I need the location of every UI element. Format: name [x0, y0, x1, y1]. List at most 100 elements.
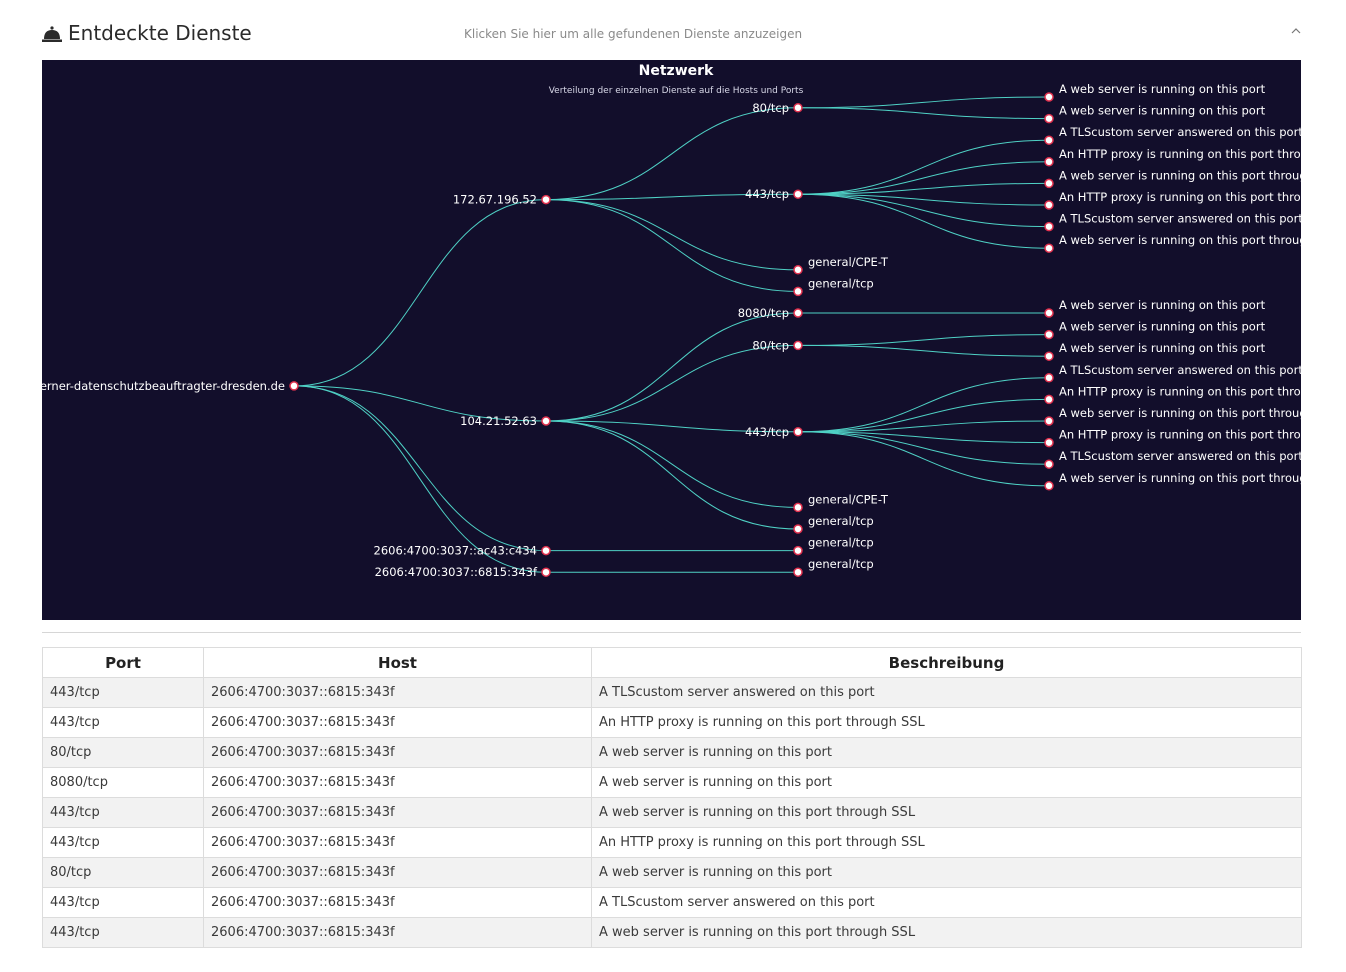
graph-link	[545, 107, 799, 201]
graph-link	[545, 193, 799, 201]
graph-node-label: A web server is running on this port	[1059, 341, 1266, 355]
graph-link	[797, 161, 1050, 195]
graph-node-label: general/tcp	[808, 536, 874, 550]
graph-node[interactable]	[793, 502, 803, 513]
graph-node[interactable]	[1044, 394, 1054, 405]
graph-node-label: A TLScustom server answered on this port	[1059, 125, 1301, 139]
graph-node[interactable]	[793, 103, 803, 113]
network-graph-svg[interactable]: Netzwerk Verteilung der einzelnen Dienst…	[42, 60, 1301, 620]
graph-node[interactable]	[1044, 243, 1054, 253]
cell-port: 443/tcp	[42, 707, 204, 738]
table-row: 80/tcp 2606:4700:3037::6815:343f A web s…	[42, 857, 1302, 888]
graph-node[interactable]	[541, 194, 551, 205]
graph-node[interactable]	[1044, 92, 1054, 102]
divider	[42, 632, 1301, 633]
chevron-up-icon[interactable]	[1289, 24, 1303, 38]
graph-link	[293, 385, 547, 573]
column-header-description[interactable]: Beschreibung	[591, 647, 1302, 678]
cell-host: 2606:4700:3037::6815:343f	[203, 677, 592, 708]
graph-branch-label: 2606:4700:3037::6815:343f	[375, 565, 538, 579]
cell-host: 2606:4700:3037::6815:343f	[203, 767, 592, 798]
cell-port: 443/tcp	[42, 887, 204, 918]
cell-port: 80/tcp	[42, 737, 204, 768]
graph-node[interactable]	[1044, 200, 1054, 210]
graph-branch-label: 8080/tcp	[738, 306, 789, 320]
table-row: 8080/tcp 2606:4700:3037::6815:343f A web…	[42, 767, 1302, 798]
cell-description: A web server is running on this port thr…	[591, 917, 1302, 948]
graph-link	[797, 431, 1050, 444]
graph-link	[797, 431, 1050, 487]
cell-description: A web server is running on this port	[591, 737, 1302, 768]
cell-host: 2606:4700:3037::6815:343f	[203, 707, 592, 738]
graph-link	[797, 431, 1050, 465]
graph-link	[545, 420, 799, 530]
graph-node-label: general/tcp	[808, 557, 874, 571]
graph-node[interactable]	[1044, 308, 1054, 318]
graph-node[interactable]	[793, 545, 803, 556]
column-header-host[interactable]: Host	[203, 647, 592, 678]
graph-node[interactable]	[1044, 178, 1054, 189]
graph-node[interactable]	[1044, 437, 1054, 448]
show-all-services-link[interactable]: Klicken Sie hier um alle gefundenen Dien…	[464, 27, 803, 41]
graph-node-label: A web server is running on this port	[1059, 320, 1266, 334]
graph-link	[797, 377, 1050, 433]
graph-link	[797, 139, 1050, 195]
graph-node[interactable]	[541, 416, 551, 426]
graph-node-label: A web server is running on this port thr…	[1059, 406, 1301, 420]
section-title: Entdeckte Dienste	[68, 21, 252, 45]
graph-node-label: An HTTP proxy is running on this port th…	[1059, 428, 1301, 442]
graph-node[interactable]	[1044, 373, 1054, 383]
graph-link	[797, 193, 1050, 206]
graph-node-label: A web server is running on this port thr…	[1059, 233, 1301, 247]
graph-node[interactable]	[793, 567, 803, 577]
graph-node-label: An HTTP proxy is running on this port th…	[1059, 147, 1301, 161]
graph-node[interactable]	[793, 189, 803, 199]
graph-node[interactable]	[793, 524, 803, 534]
cell-port: 8080/tcp	[42, 767, 204, 798]
table-row: 443/tcp 2606:4700:3037::6815:343f An HTT…	[42, 707, 1302, 738]
cell-description: An HTTP proxy is running on this port th…	[591, 827, 1302, 858]
graph-link	[545, 420, 799, 508]
graph-branch-label: 443/tcp	[745, 425, 789, 439]
graph-node[interactable]	[793, 340, 803, 351]
graph-node[interactable]	[541, 567, 551, 577]
cell-port: 443/tcp	[42, 677, 204, 708]
graph-node[interactable]	[793, 427, 803, 437]
graph-branch-label: 172.67.196.52	[453, 193, 537, 207]
table-row: 80/tcp 2606:4700:3037::6815:343f A web s…	[42, 737, 1302, 768]
graph-node[interactable]	[1044, 481, 1054, 491]
graph-node[interactable]	[793, 265, 803, 275]
graph-node[interactable]	[1044, 221, 1054, 232]
graph-node[interactable]	[289, 381, 299, 391]
graph-node[interactable]	[1044, 459, 1054, 469]
graph-node-label: A TLScustom server answered on this port	[1059, 212, 1301, 226]
graph-branch-label: externer-datenschutzbeauftragter-dresden…	[42, 379, 285, 393]
graph-node[interactable]	[793, 308, 803, 318]
graph-link	[797, 182, 1050, 195]
graph-node[interactable]	[793, 286, 803, 297]
graph-branch-label: 80/tcp	[752, 101, 789, 115]
graph-node[interactable]	[1044, 157, 1054, 167]
graph-node[interactable]	[1044, 351, 1054, 361]
graph-node-label: A web server is running on this port	[1059, 82, 1266, 96]
graph-node[interactable]	[541, 545, 551, 556]
graph-title: Netzwerk	[639, 63, 714, 79]
table-row: 443/tcp 2606:4700:3037::6815:343f A TLSc…	[42, 887, 1302, 918]
graph-node[interactable]	[1044, 329, 1054, 340]
graph-node[interactable]	[1044, 416, 1054, 426]
graph-node[interactable]	[1044, 113, 1054, 124]
section-header[interactable]: Entdeckte Dienste Klicken Sie hier um al…	[42, 18, 1301, 58]
cell-description: A TLScustom server answered on this port	[591, 677, 1302, 708]
graph-link	[797, 193, 1050, 228]
graph-link	[545, 312, 799, 422]
cell-port: 443/tcp	[42, 827, 204, 858]
network-graph[interactable]: Netzwerk Verteilung der einzelnen Dienst…	[42, 60, 1301, 620]
graph-link	[797, 96, 1050, 109]
table-row: 443/tcp 2606:4700:3037::6815:343f A web …	[42, 917, 1302, 948]
table-header-row: Port Host Beschreibung	[42, 647, 1302, 678]
graph-node-label: general/CPE-T	[808, 492, 889, 506]
graph-node-label: A web server is running on this port thr…	[1059, 471, 1301, 485]
column-header-port[interactable]: Port	[42, 647, 204, 678]
graph-node[interactable]	[1044, 135, 1054, 145]
table-row: 443/tcp 2606:4700:3037::6815:343f An HTT…	[42, 827, 1302, 858]
